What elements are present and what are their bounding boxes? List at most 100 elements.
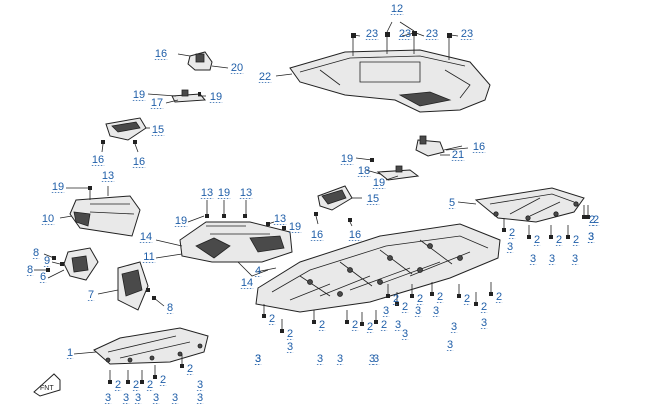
callout-c13c: 13: [240, 187, 252, 199]
front-direction-icon: FNT: [33, 373, 61, 397]
callout-m2a: 2: [287, 328, 293, 340]
callout-c16d: 16: [473, 141, 485, 153]
callout-c5: 5: [449, 197, 455, 209]
part-22-rear-plate[interactable]: [289, 49, 491, 113]
callout-c19a: 19: [133, 89, 145, 101]
callout-m3o: 3: [255, 353, 261, 365]
callout-m3f: 3: [383, 305, 389, 317]
callout-m3a: 3: [287, 341, 293, 353]
callout-c4: 4: [255, 265, 261, 277]
fastener: [582, 215, 586, 219]
callout-c8a: 8: [33, 247, 39, 259]
part-6-bracket[interactable]: [46, 247, 99, 281]
part-17-clip[interactable]: [171, 89, 207, 103]
callout-r3c: 3: [530, 253, 536, 265]
fastener: [457, 294, 461, 298]
callout-m2i: 2: [437, 291, 443, 303]
callout-r2f: 2: [589, 214, 595, 226]
callout-l3f: 3: [135, 392, 141, 404]
part-15-flap-upper[interactable]: [101, 117, 150, 144]
callout-c8b: 8: [27, 264, 33, 276]
part-7-bracket[interactable]: [117, 261, 156, 311]
callout-l2c: 2: [147, 379, 153, 391]
callout-c23d: 23: [461, 28, 473, 40]
callout-m2j: 2: [464, 293, 470, 305]
callout-c12: 12: [391, 3, 403, 15]
fastener: [153, 375, 157, 379]
callout-c19d: 19: [373, 177, 385, 189]
fastener: [126, 380, 130, 384]
callout-m2f: 2: [393, 293, 399, 305]
fastener: [386, 294, 390, 298]
callout-r3a: 3: [588, 231, 594, 243]
callout-r2c: 2: [534, 234, 540, 246]
callout-c10: 10: [42, 213, 54, 225]
fastener: [345, 320, 349, 324]
callout-m3g: 3: [395, 319, 401, 331]
callout-c6: 6: [40, 271, 46, 283]
callout-r2b: 2: [509, 227, 515, 239]
fastener: [280, 329, 284, 333]
callout-c15a: 15: [152, 124, 164, 136]
callout-m3d: 3: [337, 353, 343, 365]
callout-m3b: 3: [255, 353, 261, 365]
callout-m3c: 3: [317, 353, 323, 365]
callout-c16c: 16: [133, 156, 145, 168]
callout-c1: 1: [67, 347, 73, 359]
callout-m3e: 3: [373, 353, 379, 365]
fastener: [180, 364, 184, 368]
part-4-main-skid-plate[interactable]: [255, 223, 501, 313]
callout-m2m: 2: [367, 321, 373, 333]
callout-c19e: 19: [52, 181, 64, 193]
fastener: [586, 215, 590, 219]
bolts-23: [351, 21, 452, 60]
fastener: [474, 302, 478, 306]
callout-m2c: 2: [319, 319, 325, 331]
callout-l3g: 3: [197, 392, 203, 404]
callout-m2e: 2: [381, 319, 387, 331]
part-5-right-skid-plate[interactable]: [474, 187, 585, 223]
callout-m2k: 2: [481, 301, 487, 313]
callout-c19h: 19: [289, 221, 301, 233]
part-20-bracket[interactable]: [177, 51, 229, 71]
callout-r3f: 3: [588, 231, 594, 243]
callout-m3h: 3: [415, 305, 421, 317]
part-10-side-guard[interactable]: [69, 186, 141, 237]
callout-c11: 11: [143, 251, 154, 263]
callout-m2g: 2: [402, 301, 408, 313]
callout-c19b: 19: [210, 91, 222, 103]
callout-c15b: 15: [367, 193, 379, 205]
callout-m3i: 3: [433, 305, 439, 317]
part-21-bracket[interactable]: [415, 135, 463, 157]
callout-c13a: 13: [102, 170, 114, 182]
part-15-flap-middle[interactable]: [314, 185, 362, 222]
fastener: [140, 380, 144, 384]
callout-r3d: 3: [549, 253, 555, 265]
callout-c9: 9: [44, 255, 50, 267]
callout-c13b: 13: [201, 187, 213, 199]
front-direction-text: FNT: [40, 385, 54, 392]
callout-l2a: 2: [115, 379, 121, 391]
callout-m3j: 3: [451, 321, 457, 333]
callout-c19g: 19: [175, 215, 187, 227]
fastener: [108, 380, 112, 384]
callout-c14a: 14: [140, 231, 152, 243]
callout-c13d: 13: [274, 213, 286, 225]
fastener: [549, 235, 553, 239]
callout-m3l: 3: [447, 339, 453, 351]
callout-c16e: 16: [311, 229, 323, 241]
callout-m2l: 2: [496, 291, 502, 303]
callout-r3e: 3: [572, 253, 578, 265]
part-11-center-skid[interactable]: [155, 214, 293, 277]
fastener: [566, 235, 570, 239]
part-1-front-skid[interactable]: [93, 327, 209, 365]
callout-l2d: 2: [160, 374, 166, 386]
callout-c7: 7: [88, 289, 94, 301]
callout-l3b: 3: [123, 392, 129, 404]
callout-c22: 22: [259, 71, 271, 83]
fastener: [312, 320, 316, 324]
callout-c19c: 19: [341, 153, 353, 165]
callout-l2e: 2: [187, 363, 193, 375]
